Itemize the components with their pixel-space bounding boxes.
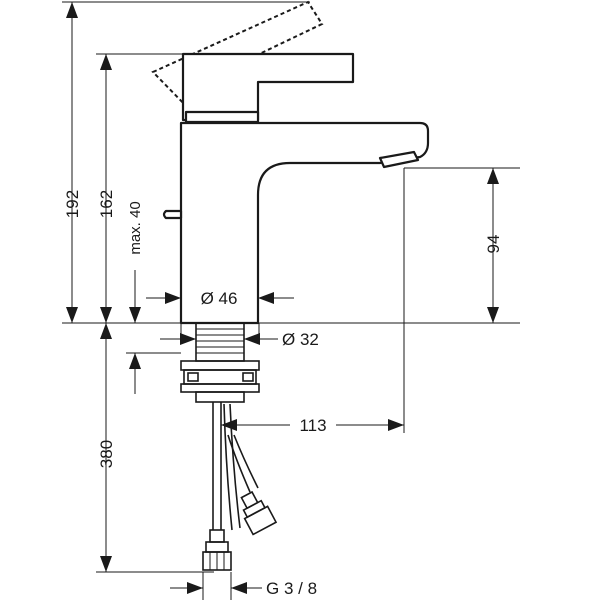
dimension-162: 162 — [97, 54, 116, 323]
dimension-diameter-32: Ø 32 — [160, 330, 319, 349]
dimension-192: 192 — [63, 2, 82, 323]
dim-label-max40: max. 40 — [127, 201, 144, 254]
dimension-94: 94 — [484, 168, 503, 323]
dim-label-46: Ø 46 — [201, 289, 238, 308]
arrow-up — [100, 323, 112, 339]
arrow-right — [388, 419, 404, 431]
arrow-left — [231, 582, 247, 594]
fixing-nut — [183, 369, 257, 385]
arrow-right — [187, 582, 203, 594]
dimension-max-40: max. 40 — [127, 201, 144, 394]
pop-up-rod — [162, 209, 183, 220]
dim-label-113: 113 — [299, 416, 326, 435]
arrow-down — [100, 556, 112, 572]
dim-label-32: Ø 32 — [282, 330, 319, 349]
dim-label-g38: G 3 / 8 — [266, 579, 317, 598]
nut-tab — [187, 372, 199, 382]
hose-connector — [205, 541, 229, 553]
arrow-up — [487, 168, 499, 184]
hose-bent-right — [227, 434, 259, 493]
arrow-up — [100, 54, 112, 70]
arrow-right — [165, 292, 181, 304]
fixing-plate — [180, 383, 260, 393]
hose-crimp — [240, 490, 259, 510]
dim-label-380: 380 — [97, 440, 116, 468]
label-background — [290, 414, 336, 436]
spout-body — [179, 121, 430, 325]
dimension-380: 380 — [97, 323, 116, 572]
reference-lines — [62, 1, 520, 600]
nut-tab — [242, 372, 254, 382]
bent-hose-connector — [240, 490, 278, 536]
lever-handle — [181, 52, 355, 122]
dim-label-192: 192 — [63, 190, 82, 218]
hose-bent-left — [223, 403, 241, 531]
arrow-down — [66, 307, 78, 323]
faucet-outline — [151, 0, 430, 325]
dim-label-94: 94 — [484, 235, 503, 254]
dimension-113: 113 — [221, 414, 404, 436]
mounting-assembly — [180, 322, 260, 403]
lever-base — [184, 110, 260, 124]
arrow-down — [100, 307, 112, 323]
dimension-g38: G 3 / 8 — [170, 579, 317, 598]
arrow-down — [487, 307, 499, 323]
arrow-left — [244, 333, 260, 345]
dimension-diameter-46: Ø 46 — [146, 289, 294, 308]
dim-label-162: 162 — [97, 190, 116, 218]
arrow-left — [258, 292, 274, 304]
hose-crimp — [209, 529, 225, 543]
arrow-up — [66, 2, 78, 18]
arrow-up — [129, 353, 141, 369]
shank-end — [195, 391, 245, 403]
arrow-left — [221, 419, 237, 431]
arrow-right — [180, 333, 196, 345]
aerator — [378, 150, 420, 169]
arrow-down — [129, 307, 141, 323]
supply-hoses — [202, 402, 278, 571]
hose-nut — [243, 505, 278, 536]
washer — [180, 360, 260, 371]
